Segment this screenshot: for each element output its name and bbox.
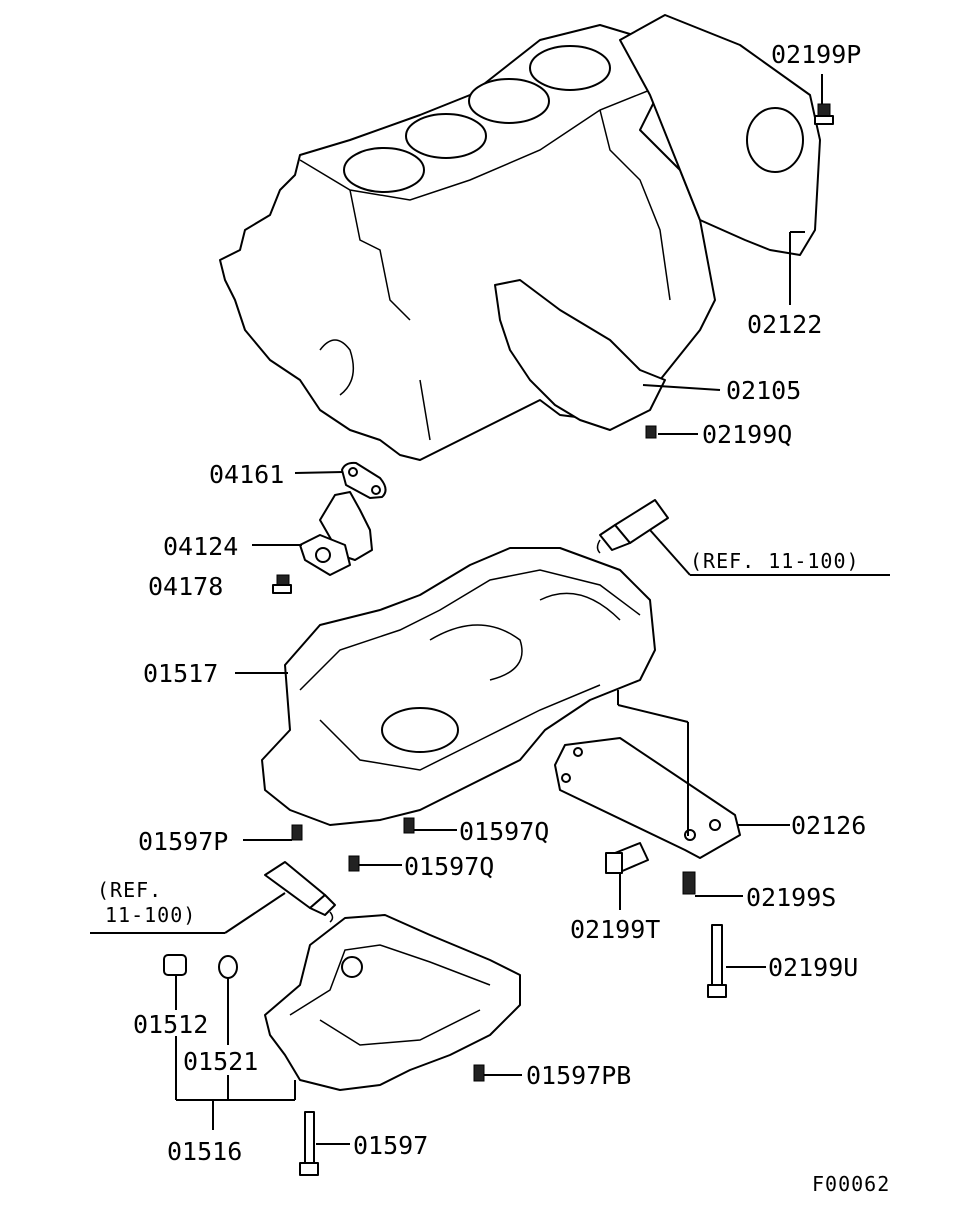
label-01512: 01512 [133,1010,208,1039]
bolt-02199Q [645,425,657,439]
label-01597P: 01597P [138,827,228,856]
label-02199S: 02199S [746,883,836,912]
figure-id: F00062 [812,1172,890,1196]
label-01597: 01597 [353,1131,428,1160]
label-01517: 01517 [143,659,218,688]
label-04124: 04124 [163,532,238,561]
bolt-01597PB [473,1064,485,1082]
label-04178: 04178 [148,572,223,601]
label-01597Q-b: 01597Q [404,852,494,881]
label-04161: 04161 [209,460,284,489]
bolt-01597Q-a [403,817,415,834]
part-labels: 02199P 02122 02105 02199Q 04161 04124 04… [97,40,890,1196]
label-02199P: 02199P [771,40,861,69]
label-ref-left-1: (REF. [97,878,162,902]
bolt-01597P [291,824,303,841]
drain-plug-01512 [163,954,187,976]
label-02126: 02126 [791,811,866,840]
bolt-02199U [707,924,727,998]
washer-01521 [218,955,238,979]
lower-oil-pan-01516 [264,914,521,1091]
bolt-01597 [299,1111,319,1176]
sealant-tube-left [264,861,336,923]
label-01597Q-a: 01597Q [459,817,549,846]
oil-strainer-04124 [299,491,373,576]
upper-oil-pan-01517 [261,547,656,826]
gasket-04161 [341,461,387,499]
label-02199Q: 02199Q [702,420,792,449]
label-02199U: 02199U [768,953,858,982]
label-02122: 02122 [747,310,822,339]
label-01521: 01521 [183,1047,258,1076]
bolt-04178 [272,574,292,594]
bolt-02199P [814,103,834,125]
label-02105: 02105 [726,376,801,405]
label-ref-left-2: 11-100) [105,903,196,927]
cover-plate-02126 [554,737,741,859]
label-01516: 01516 [167,1137,242,1166]
bolt-01597Q-b [348,855,360,872]
label-ref-top: (REF. 11-100) [690,549,860,573]
rear-plate [619,14,821,256]
leader-lines [90,74,890,1145]
bolt-02199T [605,842,649,874]
bolt-02199S [682,871,696,895]
sealant-tube-top [596,499,669,554]
end-plate [494,279,666,431]
label-01597PB: 01597PB [526,1061,631,1090]
label-02199T: 02199T [570,915,660,944]
